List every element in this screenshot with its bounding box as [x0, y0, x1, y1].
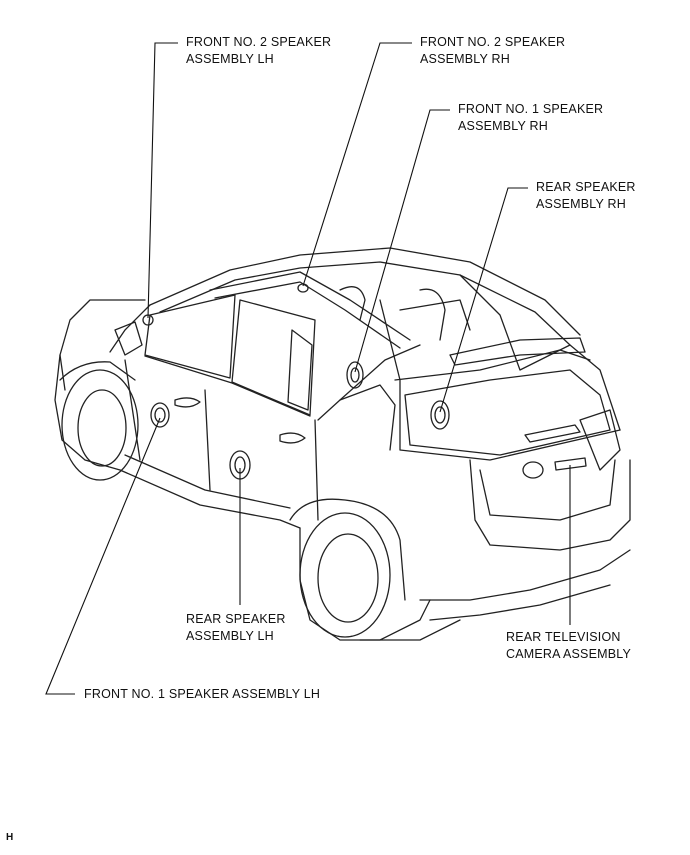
label-front-no1-speaker-lh-line1: FRONT NO. 1 SPEAKER ASSEMBLY LH	[84, 687, 321, 701]
label-rear-television-camera-line1: REAR TELEVISION	[506, 630, 621, 644]
corner-mark: H	[6, 832, 14, 843]
label-front-no2-speaker-rh: FRONT NO. 2 SPEAKER ASSEMBLY RH	[420, 34, 565, 68]
leader-front2-lh	[147, 42, 178, 319]
vehicle-outline	[54, 247, 631, 641]
label-front-no1-speaker-rh-line1: FRONT NO. 1 SPEAKER	[458, 102, 604, 116]
leader-front1-lh	[45, 417, 161, 695]
leader-front1-rh	[354, 109, 450, 373]
label-front-no2-speaker-lh: FRONT NO. 2 SPEAKER ASSEMBLY LH	[186, 34, 331, 68]
label-front-no2-speaker-lh-line1: FRONT NO. 2 SPEAKER	[186, 35, 332, 49]
label-rear-speaker-lh-line1: REAR SPEAKER	[186, 612, 286, 626]
label-front-no2-speaker-rh-line1: FRONT NO. 2 SPEAKER	[420, 35, 566, 49]
label-front-no2-speaker-lh-line2: ASSEMBLY LH	[186, 52, 274, 66]
label-rear-television-camera: REAR TELEVISION CAMERA ASSEMBLY	[506, 629, 631, 663]
label-front-no1-speaker-rh-line2: ASSEMBLY RH	[458, 119, 548, 133]
leader-front2-rh	[302, 42, 412, 287]
speaker-components	[142, 283, 587, 480]
label-rear-television-camera-line2: CAMERA ASSEMBLY	[506, 647, 632, 661]
label-rear-speaker-rh: REAR SPEAKER ASSEMBLY RH	[536, 179, 636, 213]
label-front-no1-speaker-rh: FRONT NO. 1 SPEAKER ASSEMBLY RH	[458, 101, 603, 135]
label-rear-speaker-lh-line2: ASSEMBLY LH	[186, 629, 274, 643]
leader-rear-rh	[439, 187, 528, 413]
label-rear-speaker-lh: REAR SPEAKER ASSEMBLY LH	[186, 611, 286, 645]
label-front-no2-speaker-rh-line2: ASSEMBLY RH	[420, 52, 510, 66]
label-front-no1-speaker-lh: FRONT NO. 1 SPEAKER ASSEMBLY LH	[84, 686, 320, 703]
label-rear-speaker-rh-line1: REAR SPEAKER	[536, 180, 636, 194]
label-rear-speaker-rh-line2: ASSEMBLY RH	[536, 197, 626, 211]
